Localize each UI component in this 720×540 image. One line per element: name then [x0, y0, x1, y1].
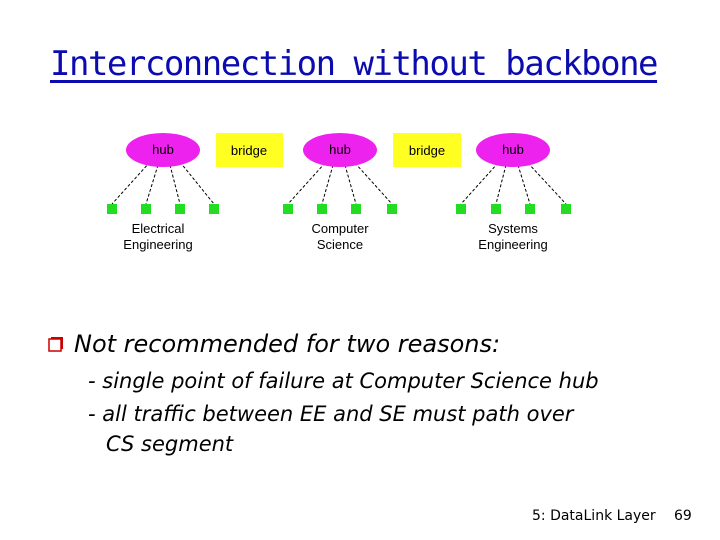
host-cs-2: [317, 204, 327, 214]
slide-title: Interconnection without backbone: [50, 44, 659, 84]
host-ee-2: [141, 204, 151, 214]
bridge-right-label: bridge: [409, 143, 445, 158]
bridge-left: [216, 133, 283, 167]
hub-cs-label: hub: [329, 142, 351, 157]
sub-item-1: - single point of failure at Computer Sc…: [88, 369, 599, 393]
host-se-1: [456, 204, 466, 214]
sub-item-2-continued: CS segment: [106, 432, 234, 456]
host-ee-1: [107, 204, 117, 214]
host-se-4: [561, 204, 571, 214]
cs-links: [287, 162, 393, 205]
host-ee-3: [175, 204, 185, 214]
cs-hosts: [283, 204, 397, 214]
hub-se: [476, 133, 550, 167]
hub-cs: [303, 133, 377, 167]
bullet-item: Not recommended for two reasons:: [48, 330, 500, 358]
segment-ee-line2: Engineering: [123, 237, 192, 252]
hub-ee: [126, 133, 200, 167]
segment-se-line2: Engineering: [478, 237, 547, 252]
ee-links: [111, 161, 215, 205]
footer-chapter-label: 5: DataLink Layer: [532, 508, 656, 524]
ee-hosts: [107, 204, 219, 214]
sub-item-2: - all traffic between EE and SE must pat…: [88, 402, 574, 426]
host-ee-4: [209, 204, 219, 214]
segment-ee-line1: Electrical: [132, 221, 185, 236]
se-hosts: [456, 204, 571, 214]
bridge-right: [393, 133, 461, 167]
host-cs-3: [351, 204, 361, 214]
segment-cs-line1: Computer: [311, 221, 369, 236]
hub-ee-label: hub: [152, 142, 174, 157]
host-se-3: [525, 204, 535, 214]
bullet-text: Not recommended for two reasons:: [74, 330, 501, 358]
checkbox-bullet-icon: [48, 335, 66, 353]
page-number: 69: [674, 508, 692, 524]
host-cs-1: [283, 204, 293, 214]
hub-se-label: hub: [502, 142, 524, 157]
network-diagram: hub hub hub bridge bridge Electrical Eng…: [107, 133, 571, 252]
se-links: [460, 162, 567, 205]
host-cs-4: [387, 204, 397, 214]
host-se-2: [491, 204, 501, 214]
bridge-left-label: bridge: [231, 143, 267, 158]
segment-cs-line2: Science: [317, 237, 363, 252]
segment-se-line1: Systems: [488, 221, 538, 236]
